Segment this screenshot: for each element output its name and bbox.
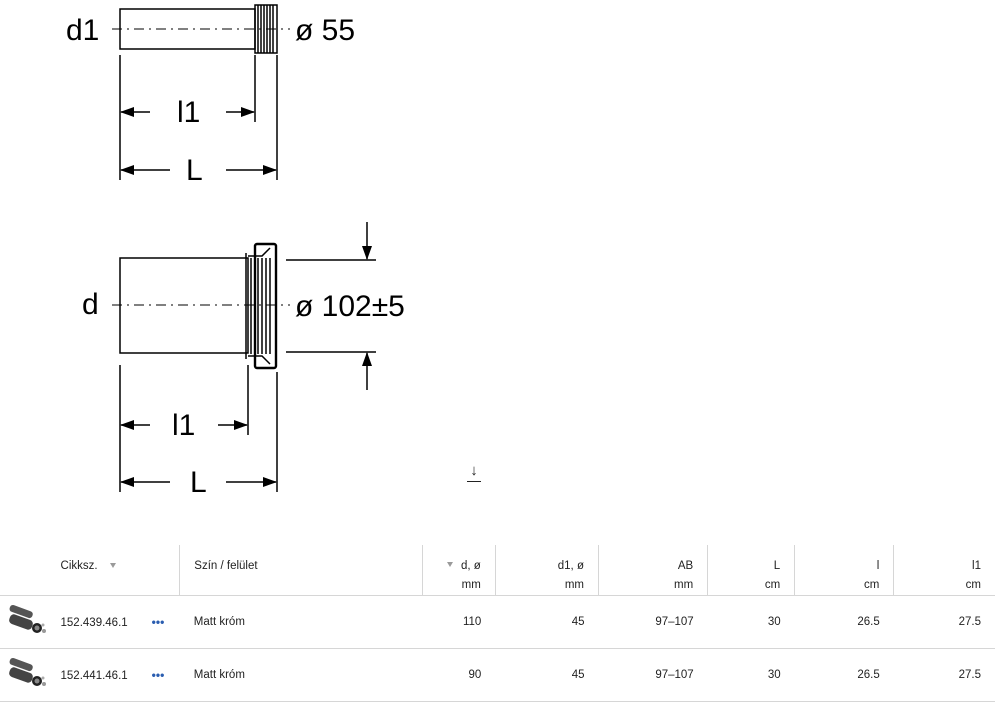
bottom-l1-label: l1 xyxy=(172,409,195,442)
table-row[interactable]: 152.439.46.1••• Matt króm 110 45 97–107 … xyxy=(0,595,995,649)
more-options-icon[interactable]: ••• xyxy=(151,615,165,629)
bottom-diameter-label: ø 102±5 xyxy=(295,290,405,323)
header-article-no-label: Cikksz. xyxy=(60,560,98,572)
header-ab[interactable]: AB mm xyxy=(597,545,708,596)
download-baseline xyxy=(467,479,481,482)
d-cell: 90 xyxy=(422,648,496,702)
header-d-unit: mm xyxy=(461,579,481,591)
article-no-cell: 152.441.46.1 ••• xyxy=(46,648,180,702)
article-no[interactable]: 152.439.46.1 xyxy=(60,617,128,629)
header-image xyxy=(0,545,47,596)
table-row[interactable]: 152.441.46.1 ••• Matt króm 90 45 97–107 3… xyxy=(0,648,995,702)
product-table: Cikksz. Szín / felület d, ø mm d1, ø mm … xyxy=(0,545,995,702)
L-cell: 30 xyxy=(707,648,795,702)
technical-drawing: d1 ø 55 l1 L d ø 102±5 l1 L xyxy=(66,4,405,499)
top-pipe-drawing xyxy=(112,4,290,180)
header-L-unit: cm xyxy=(764,579,781,591)
header-ab-unit: mm xyxy=(674,579,694,591)
header-color-label: Szín / felület xyxy=(194,560,258,572)
header-article-no[interactable]: Cikksz. xyxy=(46,545,180,596)
table-header-row: Cikksz. Szín / felület d, ø mm d1, ø mm … xyxy=(0,545,995,596)
product-thumbnail xyxy=(8,657,46,686)
bottom-pipe-drawing xyxy=(112,222,376,492)
product-thumbnail-cell xyxy=(0,648,47,702)
header-d1-unit: mm xyxy=(564,579,584,591)
d-cell: 110 xyxy=(422,595,496,649)
header-l[interactable]: l cm xyxy=(794,545,894,596)
top-l1-label: l1 xyxy=(177,96,200,129)
sort-down-icon[interactable] xyxy=(109,563,116,569)
header-L-label: L xyxy=(773,560,781,572)
header-d-label: d, ø xyxy=(461,560,481,572)
l1-cell: 27.5 xyxy=(893,595,995,649)
header-l1-label: l1 xyxy=(972,560,981,572)
download-icon[interactable]: ↓ xyxy=(464,463,484,485)
header-color[interactable]: Szín / felület xyxy=(179,545,423,596)
ab-cell: 97–107 xyxy=(598,595,708,649)
l-cell: 26.5 xyxy=(794,595,894,649)
l-cell: 26.5 xyxy=(794,648,894,702)
header-l1-unit: cm xyxy=(965,579,981,591)
l1-cell: 27.5 xyxy=(893,648,995,702)
header-d1[interactable]: d1, ø mm xyxy=(494,545,599,596)
header-l1[interactable]: l1 cm xyxy=(893,545,995,596)
header-d[interactable]: d, ø mm xyxy=(422,545,496,596)
d1-cell: 45 xyxy=(495,595,599,649)
header-d1-label: d1, ø xyxy=(557,560,584,572)
header-l-label: l xyxy=(876,560,880,572)
color-cell: Matt króm xyxy=(179,595,423,649)
sort-down-icon[interactable] xyxy=(446,562,453,567)
more-options-icon[interactable]: ••• xyxy=(151,668,165,682)
download-arrow: ↓ xyxy=(470,462,478,479)
color-cell: Matt króm xyxy=(179,648,423,702)
product-thumbnail-cell xyxy=(0,595,47,649)
top-d1-label: d1 xyxy=(66,14,99,47)
article-no[interactable]: 152.441.46.1 xyxy=(60,670,128,682)
article-no-cell: 152.439.46.1 ••• xyxy=(46,595,180,649)
header-ab-label: AB xyxy=(677,560,694,572)
bottom-L-label: L xyxy=(190,466,207,499)
bottom-d-label: d xyxy=(82,288,99,321)
top-diameter-label: ø 55 xyxy=(295,14,355,47)
header-L[interactable]: L cm xyxy=(707,545,795,596)
top-L-label: L xyxy=(186,154,203,187)
product-thumbnail xyxy=(8,604,46,633)
header-l-unit: cm xyxy=(863,579,880,591)
ab-cell: 97–107 xyxy=(598,648,708,702)
d1-cell: 45 xyxy=(495,648,599,702)
L-cell: 30 xyxy=(707,595,795,649)
